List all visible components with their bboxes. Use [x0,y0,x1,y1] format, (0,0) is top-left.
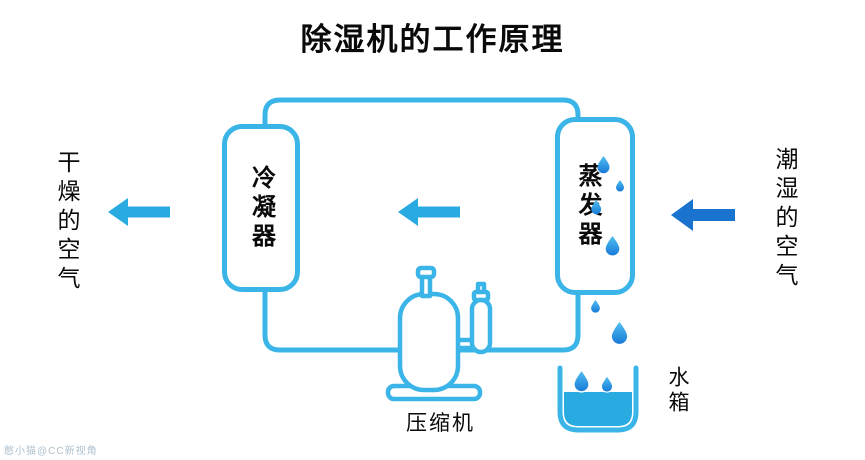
compressor-label: 压缩机 [406,412,475,435]
humid-air-arrow [671,199,735,231]
dry-air-label: 干燥的空气 [54,150,80,295]
condenser-label: 冷凝器 [247,164,275,252]
water-droplet-icon [573,369,590,393]
evaporator-label: 蒸发器 [574,162,601,250]
condenser-box: 冷凝器 [222,124,300,292]
humid-air-label: 潮湿的空气 [772,147,798,292]
watermark: 憨小猫@CC新视角 [4,446,98,457]
compressor-icon [385,265,493,402]
water-tank-label: 水箱 [666,366,689,416]
water-droplet-icon [611,322,628,344]
water-tank-icon [557,365,639,433]
water-droplet-icon [591,300,600,313]
tank-water [564,392,632,426]
page-title: 除湿机的工作原理 [300,22,565,57]
evaporator-box: 蒸发器 [555,117,635,295]
airflow-arrow-middle [398,198,460,226]
dry-air-arrow [108,198,170,226]
water-droplet-icon [600,375,614,393]
